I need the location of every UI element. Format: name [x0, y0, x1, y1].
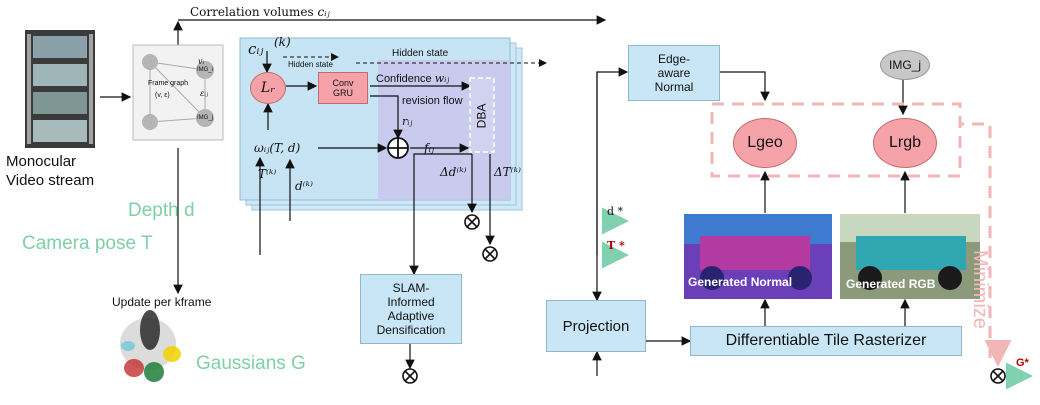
- cij-label: cᵢⱼ: [248, 40, 264, 58]
- lrgb-node: Lrgb: [873, 118, 937, 168]
- gaussians-label: Gaussians G: [196, 353, 306, 374]
- video-filmstrip: [25, 30, 95, 148]
- frame-graph-title: Frame graph: [148, 80, 189, 87]
- slam-densification-box: SLAM- Informed Adaptive Densification: [360, 274, 462, 344]
- hidden-state-label: Hidden state: [392, 48, 449, 59]
- update-per-kframe-label: Update per kframe: [112, 295, 212, 309]
- generated-normal-label: Generated Normal: [688, 275, 793, 289]
- frame-graph-eij: εᵢⱼ: [200, 89, 209, 98]
- gaussian-blobs: [120, 310, 181, 382]
- d-k-label: d⁽ᵏ⁾: [295, 179, 313, 193]
- minimize-label: Minimize: [969, 250, 991, 329]
- generated-rgb-label: Generated RGB: [846, 277, 936, 291]
- multiply-node-output: [990, 368, 1006, 384]
- generated-rgb-image: [840, 214, 980, 299]
- conv-gru-box: Conv GRU: [318, 72, 368, 104]
- multiply-node-depth: [464, 214, 480, 230]
- f-label: fᵢⱼ: [424, 141, 435, 155]
- omega-label: ωᵢⱼ(T, d): [254, 141, 301, 155]
- multiply-node-gaussian: [402, 368, 418, 384]
- k-label: (k): [274, 35, 291, 49]
- frame-graph-img-i: IMG_i: [197, 67, 214, 73]
- lr-node: Lᵣ: [250, 72, 286, 104]
- revision-flow-label: revision flow: [402, 95, 463, 107]
- rasterizer-box: Differentiable Tile Rasterizer: [690, 326, 962, 356]
- t-k-label: T⁽ᵏ⁾: [258, 167, 277, 181]
- g-star-label: G*: [1016, 357, 1029, 369]
- d-star-label: d *: [607, 205, 624, 218]
- projection-box: Projection: [546, 300, 646, 352]
- hidden-state-small: Hidden state: [288, 60, 333, 69]
- lgeo-node: Lgeo: [733, 118, 797, 168]
- img-j-node: IMG_j: [880, 50, 930, 80]
- delta-t-label: ΔT⁽ᵏ⁾: [494, 165, 521, 179]
- confidence-label: Confidence wᵢⱼ: [376, 72, 450, 85]
- generated-normal-image: [684, 214, 832, 299]
- frame-graph-img-j: IMG_j: [197, 115, 214, 121]
- depth-label: Depth d: [128, 200, 195, 221]
- input-label-line2: Video stream: [6, 172, 95, 189]
- delta-d-label: Δd⁽ᵏ⁾: [440, 165, 467, 179]
- frame-graph-panel: [132, 44, 224, 141]
- plus-node: [387, 137, 409, 159]
- input-label-line1: Monocular: [6, 153, 77, 170]
- t-star-label: T *: [607, 239, 625, 252]
- frame-graph-vi: vᵢ: [198, 57, 205, 66]
- multiply-node-pose: [482, 246, 498, 262]
- frame-graph-set: (v, ε): [155, 92, 170, 99]
- pose-label: Camera pose T: [22, 233, 153, 254]
- correlation-label: Correlation volumes cᵢⱼ: [190, 5, 330, 19]
- edge-aware-normal-box: Edge- aware Normal: [628, 45, 720, 101]
- dba-label: DBA: [474, 103, 489, 129]
- r-label: rᵢⱼ: [402, 115, 413, 128]
